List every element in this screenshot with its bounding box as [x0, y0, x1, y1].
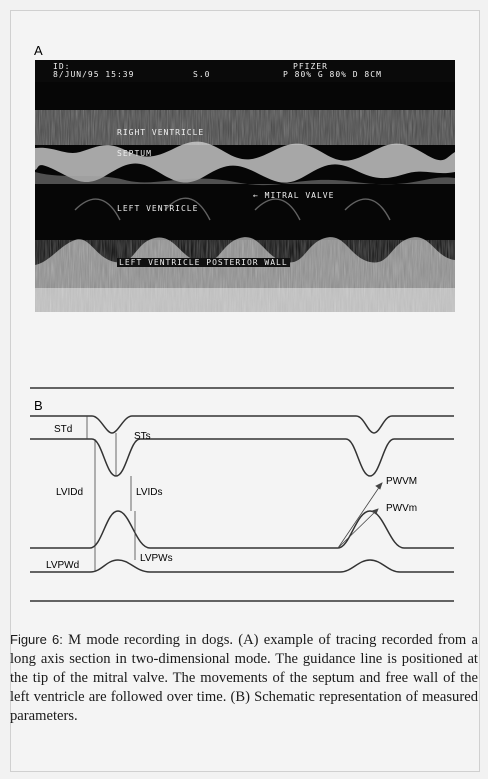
label-mitral-valve: ← MITRAL VALVE [253, 191, 335, 200]
label-pwvm-lower: PWVm [386, 503, 417, 514]
figure-caption: Figure 6: M mode recording in dogs. (A) … [10, 630, 478, 726]
label-posterior-wall: LEFT VENTRICLE POSTERIOR WALL [117, 258, 290, 267]
posterior-wall-top [30, 510, 454, 549]
echo-s-value: S.0 [193, 70, 211, 79]
label-lvpwd: LVPWd [46, 560, 79, 571]
echo-id-label: ID: [53, 62, 71, 71]
figure-label: Figure 6: [10, 632, 63, 647]
label-lvidd: LVIDd [56, 487, 83, 498]
label-lvpws: LVPWs [140, 553, 173, 564]
panel-b-letter: B [34, 398, 43, 413]
schematic-diagram: STd STs LVIDd LVIDs LVPWd LVPWs PWVM PWV… [30, 387, 454, 602]
label-lvids: LVIDs [136, 487, 163, 498]
septum-top-contour [30, 415, 454, 434]
panel-a-letter: A [34, 43, 43, 58]
echo-sponsor: PFIZER [293, 62, 328, 71]
label-right-ventricle: RIGHT VENTRICLE [117, 128, 205, 137]
label-sts: STs [134, 431, 151, 442]
label-septum: SEPTUM [117, 149, 152, 158]
posterior-wall-bottom [30, 559, 454, 573]
label-pwvm-upper: PWVM [386, 476, 417, 487]
echo-texture [35, 60, 455, 312]
septum-bottom-contour [30, 438, 454, 477]
label-std: STd [54, 424, 72, 435]
caption-text: M mode recording in dogs. (A) example of… [10, 632, 478, 724]
label-left-ventricle: LEFT VENTRICLE [117, 204, 199, 213]
m-mode-echo-image: ID: 8/JUN/95 15:39 S.0 PFIZER P 80% G 80… [35, 60, 455, 312]
echo-date-time: 8/JUN/95 15:39 [53, 70, 135, 79]
echo-settings: P 80% G 80% D 8CM [283, 70, 382, 79]
